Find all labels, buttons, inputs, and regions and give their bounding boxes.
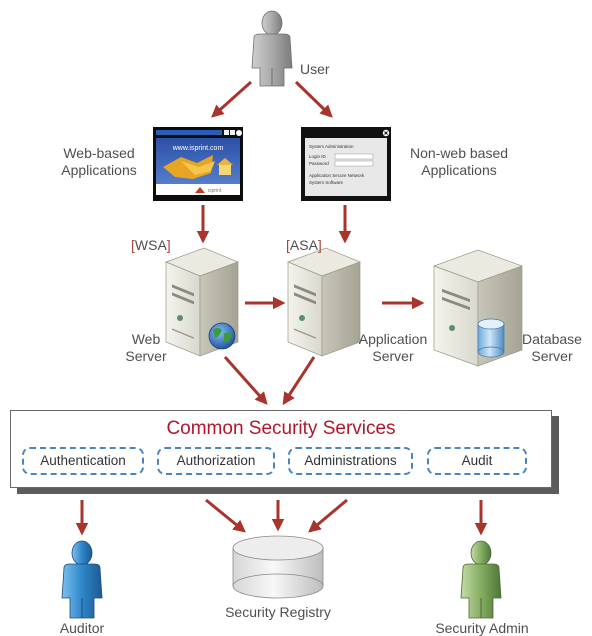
database-server-line1: Database [522,331,582,347]
web-app-window-icon: isprint www.isprint.com [153,127,243,201]
application-server-line2: Server [372,348,414,364]
common-security-services-box: Common Security Services Authentication … [10,410,552,488]
user-person-icon [251,10,293,87]
asa-tag-text: ASA [289,237,318,253]
security-registry-label: Security Registry [225,604,331,620]
arrow-css-to-registry-left [205,498,246,533]
nonweb-based-apps-label: Non-web based Applications [396,145,522,179]
nonweb-line5: System Software [309,180,344,185]
authentication-service[interactable]: Authentication [22,447,144,475]
application-server-line1: Application [358,331,428,347]
arrow-user-to-web [211,80,253,118]
authorization-service[interactable]: Authorization [157,447,275,475]
nonweb-password-label: Password [309,161,329,166]
database-server-label: Database Server [512,331,592,365]
nonweb-app-window-icon: System Administration Login ID Password … [301,127,391,201]
security-registry-cylinder-icon [232,535,324,599]
web-based-apps-line1: Web-based [63,145,135,161]
web-window-url: www.isprint.com [172,145,224,152]
web-server-icon [165,247,239,357]
nonweb-based-apps-line2: Applications [421,162,497,178]
database-server-icon [432,249,524,367]
auditor-label: Auditor [59,620,105,636]
audit-service[interactable]: Audit [427,447,527,475]
web-server-label: Web Server [112,331,180,365]
web-based-apps-label: Web-based Applications [44,145,154,179]
web-server-line1: Web [131,331,161,347]
security-admin-label: Security Admin [435,620,529,636]
nonweb-login-label: Login ID [309,154,327,159]
auditor-person-icon [61,540,103,619]
nonweb-line4: Application Secure Network [309,173,365,178]
wsa-tag: [WSA] [131,237,171,253]
application-server-label: Application Server [348,331,438,365]
nonweb-line1: System Administration [309,144,354,149]
web-based-apps-line2: Applications [61,162,137,178]
application-server-icon [287,247,361,357]
arrow-user-to-nonweb [294,80,333,118]
nonweb-based-apps-line1: Non-web based [409,145,509,161]
common-security-services-title: Common Security Services [166,418,396,439]
flow-arrows [75,80,488,536]
database-server-line2: Server [531,348,573,364]
wsa-tag-text: WSA [134,237,167,253]
database-cylinder-icon [477,318,505,358]
administrations-service[interactable]: Administrations [288,447,413,475]
web-window-brand: isprint [208,188,222,194]
security-admin-person-icon [460,540,502,619]
asa-tag: [ASA] [286,237,322,253]
user-label: User [300,61,330,77]
web-server-line2: Server [125,348,167,364]
arrow-appserver-to-css [282,356,316,406]
arrow-webserver-to-css [223,356,268,405]
arrow-css-to-registry-right [308,498,348,533]
